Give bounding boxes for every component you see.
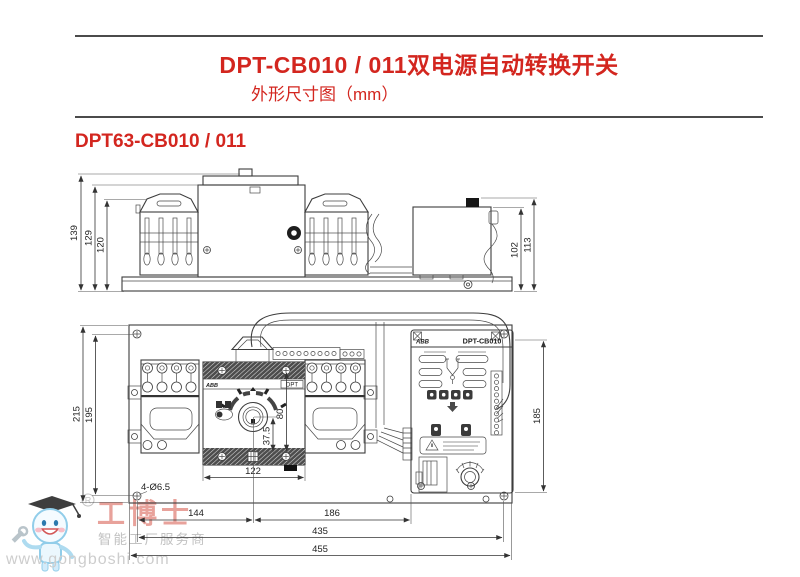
top-heatsink-band xyxy=(203,362,305,379)
transfer-schematic xyxy=(445,358,460,384)
dim-120: 120 xyxy=(96,237,107,253)
dim-215: 215 xyxy=(72,406,83,422)
controller-brand-logo: ABB xyxy=(415,340,430,346)
front-left-pole-block xyxy=(127,359,200,454)
front-view-dimensions: 215 195 80 37.5 122 185 xyxy=(72,325,547,560)
switch-series-label: DPT xyxy=(286,383,298,389)
down-arrow-icon xyxy=(447,402,458,412)
dim-186: 186 xyxy=(324,508,340,519)
bottom-connector xyxy=(415,456,448,493)
mounting-plate xyxy=(128,324,513,504)
led-row xyxy=(427,390,473,400)
side-right-terminal-block xyxy=(304,193,369,276)
mid-divider xyxy=(75,116,763,118)
controller-model-label: DPT-CB010 xyxy=(463,337,502,346)
switch-brand-logo: ABB xyxy=(205,383,218,389)
front-view-drawing: ABB DPT xyxy=(72,312,547,560)
side-view-drawing: 139 129 120 102 113 xyxy=(69,168,537,292)
front-right-pole-block xyxy=(304,359,378,454)
watermark-url: www.gongboshi.com xyxy=(5,551,170,568)
cable-harness xyxy=(250,312,511,461)
hole-diameter-label: 4-Ø6.5 xyxy=(141,482,170,493)
dim-37-5: 37.5 xyxy=(262,427,273,446)
side-switch-body xyxy=(197,168,306,278)
page-title: DPT-CB010 / 011双电源自动转换开关 xyxy=(219,52,619,78)
dim-129: 129 xyxy=(84,230,95,246)
top-accessory-strip xyxy=(230,336,365,362)
dim-122: 122 xyxy=(245,466,261,477)
page-subtitle: 外形尺寸图（mm） xyxy=(251,85,399,104)
dim-102: 102 xyxy=(510,242,521,258)
dim-435: 435 xyxy=(312,526,328,537)
selector-knob xyxy=(455,461,485,487)
dim-139: 139 xyxy=(69,225,80,241)
terminal-strip xyxy=(490,370,503,436)
dim-185: 185 xyxy=(532,408,543,424)
controller-panel: ABB DPT-CB010 xyxy=(410,329,514,494)
dim-80: 80 xyxy=(275,409,286,420)
dim-195: 195 xyxy=(84,407,95,423)
status-indicators xyxy=(431,424,471,436)
warning-label xyxy=(419,436,487,455)
side-connector xyxy=(466,198,479,207)
side-controller-box xyxy=(412,198,499,284)
dim-455: 455 xyxy=(312,544,328,555)
section-heading: DPT63-CB010 / 011 xyxy=(75,131,247,152)
side-view-dimensions: 139 129 120 102 113 xyxy=(69,173,537,292)
mascot-logo xyxy=(11,496,81,572)
indicator-labels xyxy=(418,351,489,388)
top-divider xyxy=(75,35,763,37)
side-wiring-harness xyxy=(365,213,412,275)
padlock-indicator xyxy=(215,401,233,421)
side-left-terminal-block xyxy=(135,193,199,276)
registered-mark: R xyxy=(85,496,92,506)
front-switch-module: ABB DPT xyxy=(202,361,306,471)
dim-144: 144 xyxy=(188,508,204,519)
dim-113: 113 xyxy=(523,237,534,252)
